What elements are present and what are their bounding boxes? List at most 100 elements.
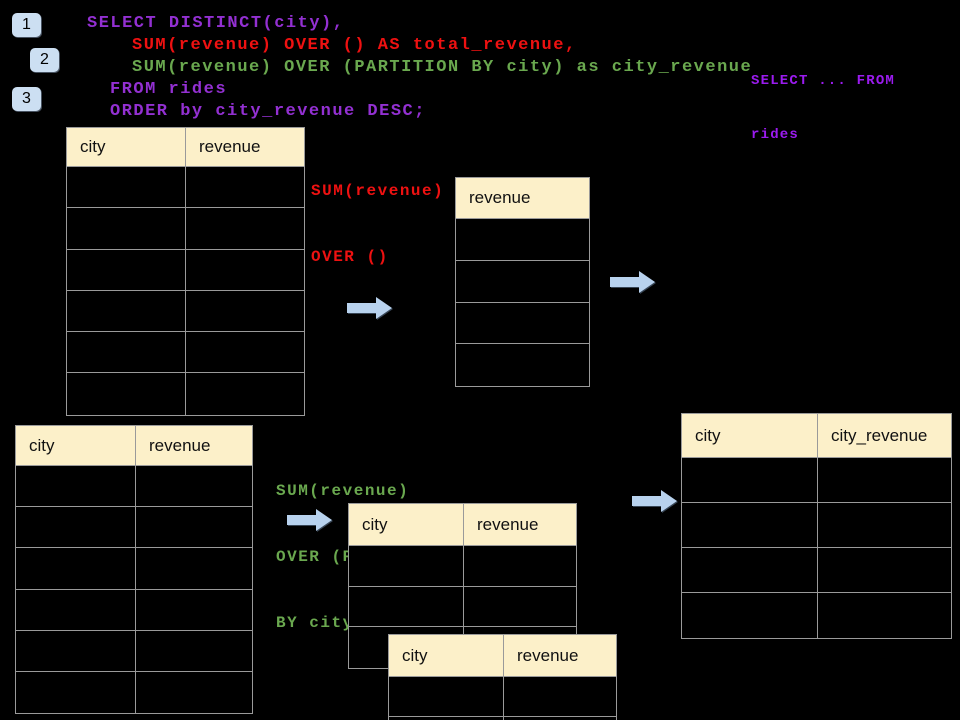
- table-row: [67, 249, 304, 291]
- table-cell: [682, 503, 818, 547]
- table-cell: [186, 250, 304, 290]
- side-note-line-1: SELECT ... FROM: [751, 73, 896, 89]
- table-cell: [136, 507, 252, 547]
- flow-arrow-icon: [632, 490, 677, 512]
- table-cell: [389, 677, 504, 716]
- table-header-row: city revenue: [16, 426, 252, 466]
- table-row: [67, 290, 304, 333]
- column-header-city_revenue: city_revenue: [831, 425, 928, 445]
- table-cell: [16, 548, 136, 589]
- sql-code-line-4: FROM rides: [110, 80, 228, 99]
- table-cell: [67, 373, 186, 415]
- table-row: [389, 717, 616, 720]
- column-header-city: city: [16, 426, 136, 465]
- flow-arrow-icon: [610, 271, 655, 293]
- table-cell: [186, 208, 304, 248]
- table-header-row: city revenue: [349, 504, 576, 546]
- table-row: [16, 507, 252, 549]
- step-badge-3: 3: [12, 87, 41, 111]
- annotation-total-line-2: OVER (): [311, 248, 389, 266]
- column-header-revenue: revenue: [477, 514, 539, 534]
- table-cell: [67, 332, 186, 373]
- sql-code-line-1: SELECT DISTINCT(city),: [87, 14, 345, 33]
- table-cell: [349, 546, 464, 586]
- table-row: [67, 208, 304, 250]
- sql-code-line-5: ORDER by city_revenue DESC;: [110, 102, 426, 121]
- table-row: [16, 671, 252, 714]
- table-cell: [67, 167, 186, 208]
- table-cell: [67, 208, 186, 249]
- table-result: city city_revenue: [681, 413, 952, 639]
- annotation-total-line-1: SUM(revenue): [311, 182, 445, 200]
- table-header-row: city revenue: [67, 128, 304, 167]
- table-cell: [682, 548, 818, 592]
- column-header-revenue: revenue: [149, 435, 211, 455]
- table-header-row: city revenue: [389, 635, 616, 677]
- column-header-city: city: [682, 414, 818, 457]
- table-row: [456, 303, 589, 345]
- table-partition-step-overlay: city revenue: [388, 634, 617, 720]
- table-row: [456, 261, 589, 303]
- table-cell: [389, 717, 504, 720]
- table-source-bottom: city revenue: [15, 425, 253, 715]
- column-header-revenue: revenue: [199, 137, 261, 156]
- step-badge-1: 1: [12, 13, 41, 37]
- table-cell: [456, 219, 589, 260]
- table-row: [16, 630, 252, 672]
- table-cell: [67, 290, 186, 332]
- column-header-city: city: [349, 504, 464, 545]
- table-row: [16, 466, 252, 508]
- table-cell: [186, 167, 304, 207]
- table-row: [349, 586, 576, 628]
- column-header-revenue: revenue: [517, 645, 579, 665]
- table-row: [67, 167, 304, 209]
- table-row: [682, 503, 951, 548]
- table-source-top: city revenue: [66, 127, 305, 416]
- side-note-line-2: rides: [751, 127, 800, 143]
- table-cell: [456, 261, 589, 302]
- table-row: [456, 219, 589, 261]
- step-badge-2: 2: [30, 48, 59, 72]
- table-header-row: city city_revenue: [682, 414, 951, 458]
- flow-arrow-icon: [287, 509, 332, 531]
- table-cell: [818, 548, 951, 592]
- annotation-total-revenue: SUM(revenue) OVER (): [311, 136, 444, 312]
- column-header-city: city: [67, 128, 186, 166]
- table-cell: [16, 507, 136, 548]
- table-cell: [504, 677, 616, 716]
- table-row: [16, 548, 252, 590]
- table-cell: [186, 332, 304, 372]
- table-cell: [136, 548, 252, 588]
- table-row: [67, 332, 304, 374]
- side-note: SELECT ... FROM rides: [751, 36, 895, 180]
- column-header-city: city: [389, 635, 504, 676]
- table-cell: [136, 672, 252, 713]
- table-cell: [682, 593, 818, 638]
- table-cell: [186, 373, 304, 414]
- table-row: [16, 589, 252, 631]
- table-cell: [349, 586, 464, 627]
- table-row: [682, 458, 951, 503]
- table-cell: [136, 466, 252, 506]
- table-cell: [818, 593, 951, 638]
- table-header-row: revenue: [456, 178, 589, 219]
- table-cell: [16, 630, 136, 671]
- table-row: [67, 373, 304, 415]
- flow-arrow-icon: [347, 297, 392, 319]
- table-cell: [456, 303, 589, 344]
- table-cell: [16, 466, 136, 507]
- table-cell: [16, 671, 136, 714]
- table-cell: [136, 590, 252, 630]
- sql-code-line-3: SUM(revenue) OVER (PARTITION BY city) as…: [132, 58, 753, 77]
- table-cell: [67, 249, 186, 290]
- table-total-revenue: revenue: [455, 177, 590, 388]
- table-row: [682, 593, 951, 638]
- sql-code-line-2: SUM(revenue) OVER () AS total_revenue,: [132, 36, 577, 55]
- table-cell: [682, 458, 818, 502]
- table-row: [456, 344, 589, 386]
- table-row: [389, 677, 616, 717]
- table-cell: [16, 589, 136, 630]
- annotation-partition-line-1: SUM(revenue): [276, 482, 410, 500]
- table-cell: [186, 291, 304, 331]
